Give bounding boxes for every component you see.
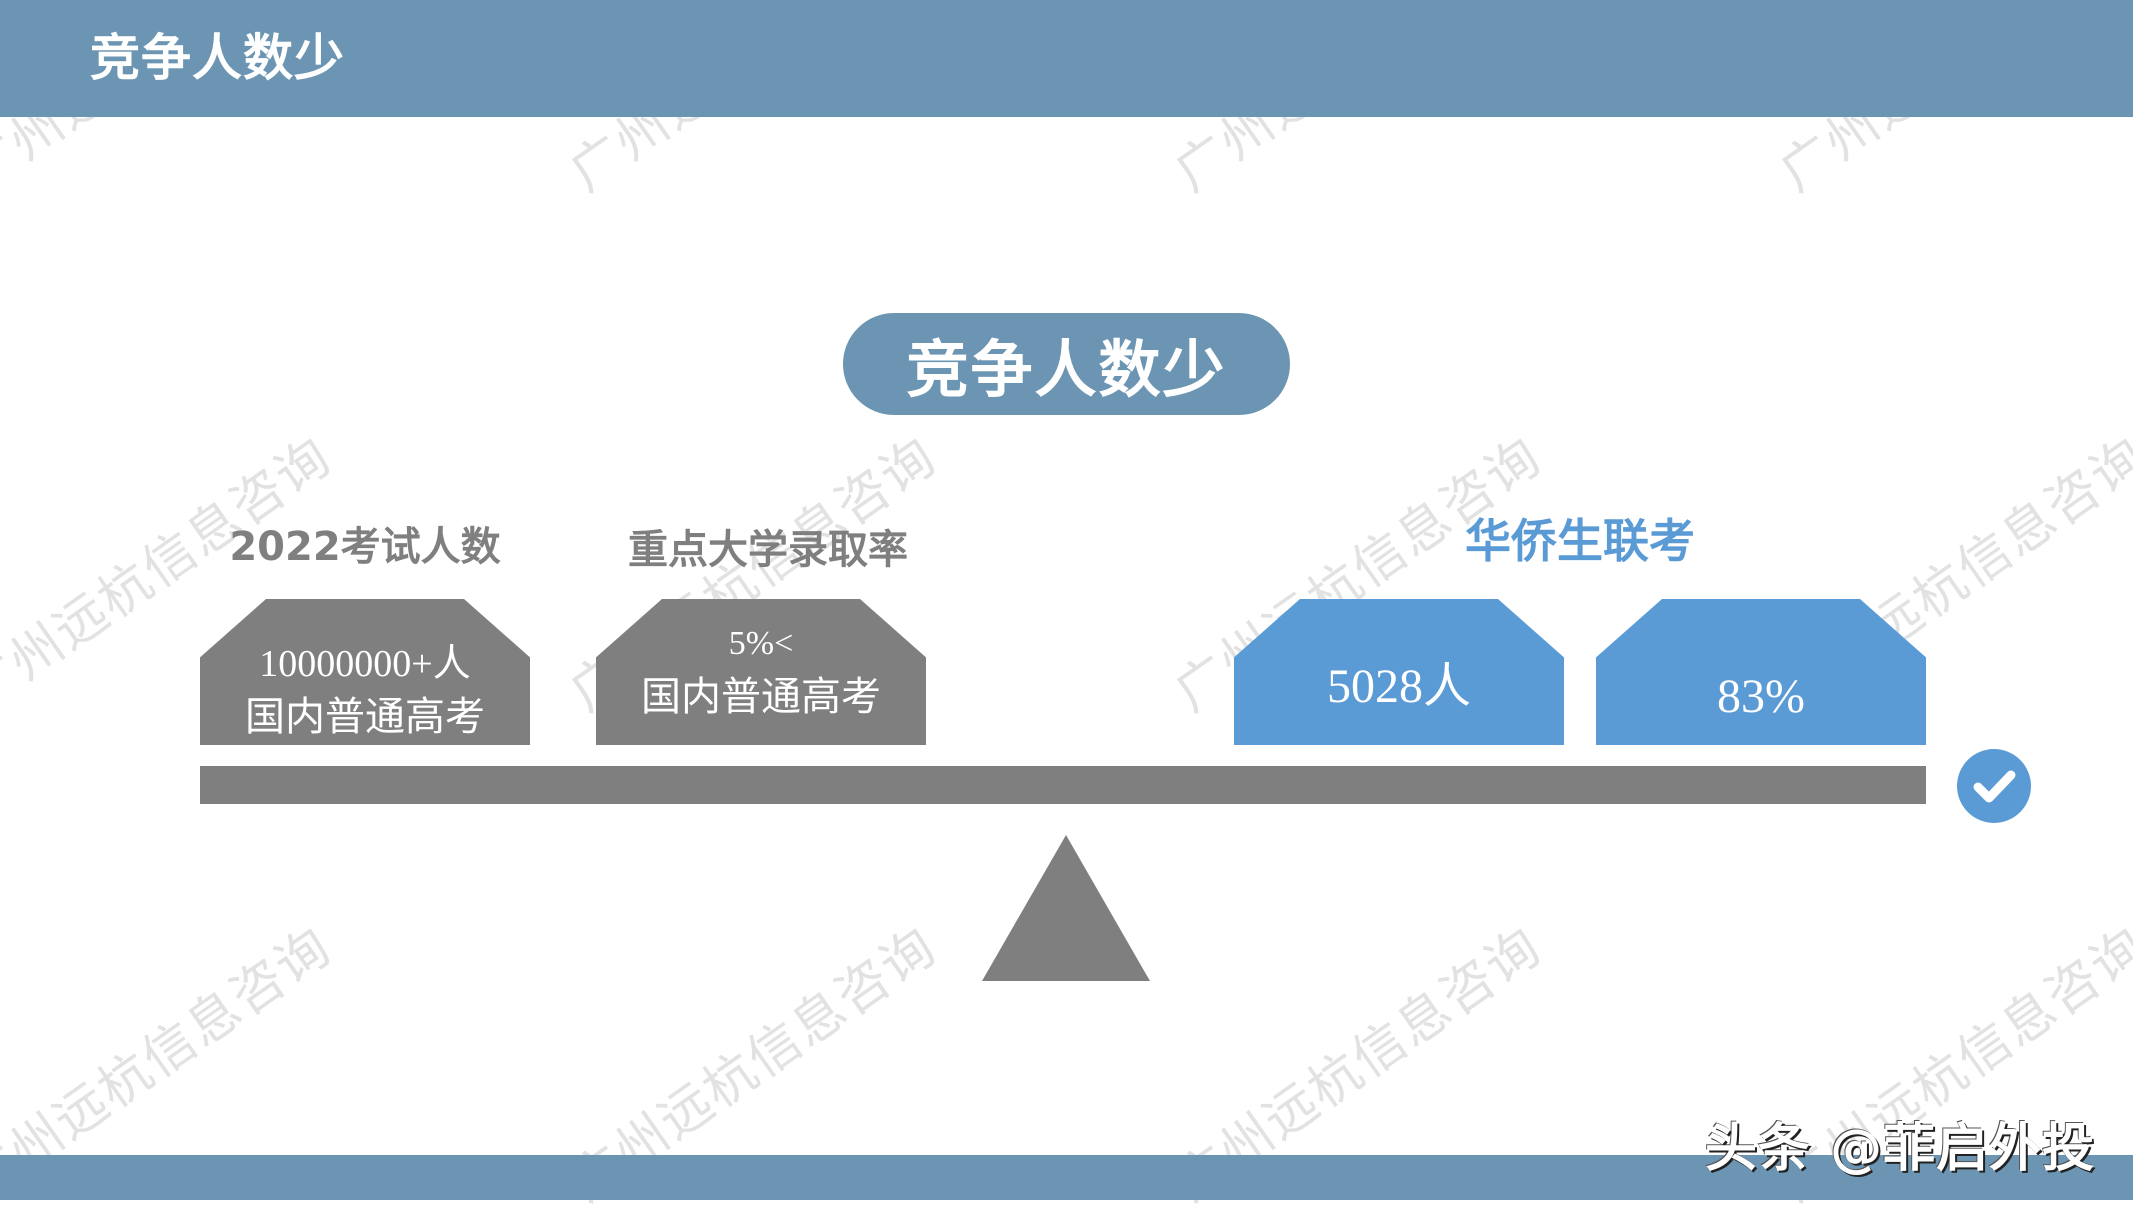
admission-rate-caption: 国内普通高考 <box>641 674 881 720</box>
center-badge-label: 竞争人数少 <box>906 333 1227 406</box>
admission-rate-box: 5%< 国内普通高考 <box>596 599 926 745</box>
exam-count-box: 10000000+人 国内普通高考 <box>200 599 530 745</box>
exam-count-caption: 国内普通高考 <box>245 694 485 740</box>
balance-beam <box>200 766 1926 804</box>
check-icon <box>1973 770 2016 803</box>
check-circle-icon <box>1957 749 2031 823</box>
triangle-fulcrum-icon <box>982 835 1150 981</box>
heading-exam-count: 2022考试人数 <box>229 524 501 570</box>
exam-count-value: 10000000+人 <box>259 643 471 685</box>
heading-admission-rate: 重点大学录取率 <box>628 527 908 573</box>
center-badge: 竞争人数少 <box>843 313 1290 415</box>
overseas-rate-box: 83% <box>1596 599 1926 745</box>
page-title: 竞争人数少 <box>90 29 345 87</box>
overseas-count-box: 5028人 <box>1234 599 1564 745</box>
credit-watermark: 头条 @菲启外投 <box>1705 1119 2096 1179</box>
overseas-count-value: 5028人 <box>1326 660 1471 713</box>
admission-rate-value: 5%< <box>728 625 794 662</box>
heading-overseas-exam: 华侨生联考 <box>1465 514 1695 568</box>
overseas-rate-value: 83% <box>1717 670 1805 723</box>
footer-bar <box>0 1155 2133 1200</box>
header-bar: 竞争人数少 <box>0 0 2133 117</box>
